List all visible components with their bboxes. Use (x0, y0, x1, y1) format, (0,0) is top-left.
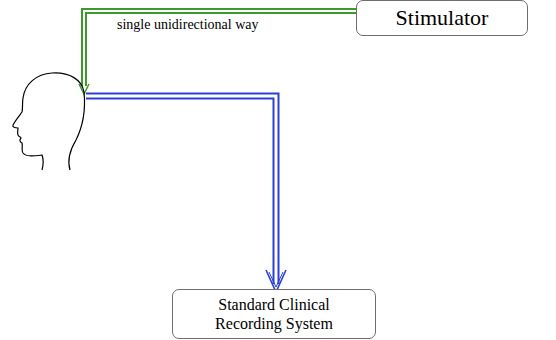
box-text: Standard Clinical Recording System (189, 295, 359, 333)
stimulus-path (79, 11, 356, 94)
recording-system-box: Standard Clinical Recording System (172, 289, 376, 339)
box-text: Stimulator (396, 6, 489, 30)
recording-path (86, 96, 286, 292)
head-icon (13, 73, 85, 170)
line-label: single unidirectional way (117, 17, 259, 33)
stimulator-box: Stimulator (356, 0, 528, 36)
